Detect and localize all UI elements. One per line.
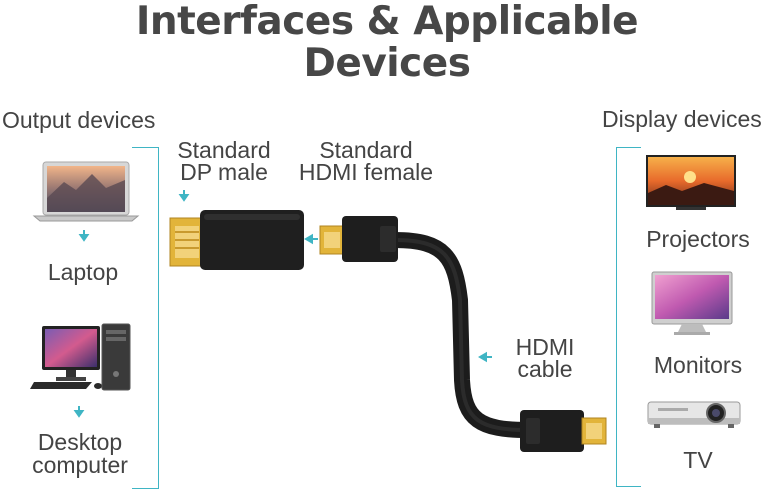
page-title-line1: Interfaces & Applicable [135,0,639,44]
hdmi-female-label-line1: Standard [319,137,413,163]
monitor-image [651,271,733,335]
hdmi-male-connector-bottom [520,410,607,452]
projectors-label: Projectors [646,226,750,252]
output-devices-heading: Output devices [2,107,156,133]
monitors-label: Monitors [653,352,743,378]
page-title-line2: Devices [303,41,471,86]
dp-male-connector [169,217,205,267]
hdmi-male-connector-top [319,216,398,262]
desktop-computer-image [30,323,131,391]
laptop-image [32,161,140,222]
hdmi-cable-label-line2: cable [517,356,573,382]
laptop-arrow-icon [78,230,90,242]
display-devices-bracket [616,147,641,487]
laptop-label: Laptop [47,259,119,285]
desktop-label-line2: computer [32,452,128,478]
projector-screen-image [646,155,736,210]
dp-male-label-line1: Standard [177,137,271,163]
dp-male-arrow-icon [178,190,190,202]
hdmi-female-arrow-icon [304,233,318,245]
tv-label: TV [683,447,713,473]
projector-device-image [647,401,741,428]
dp-male-label-line2: DP male [180,159,268,185]
hdmi-female-label-line2: HDMI female [298,159,434,185]
display-devices-heading: Display devices [602,106,762,132]
hdmi-cable-arrow-icon [478,351,492,363]
hdmi-cable-label-line1: HDMI [515,334,575,360]
desktop-label-line1: Desktop [37,429,123,455]
desktop-arrow-icon [73,406,85,418]
